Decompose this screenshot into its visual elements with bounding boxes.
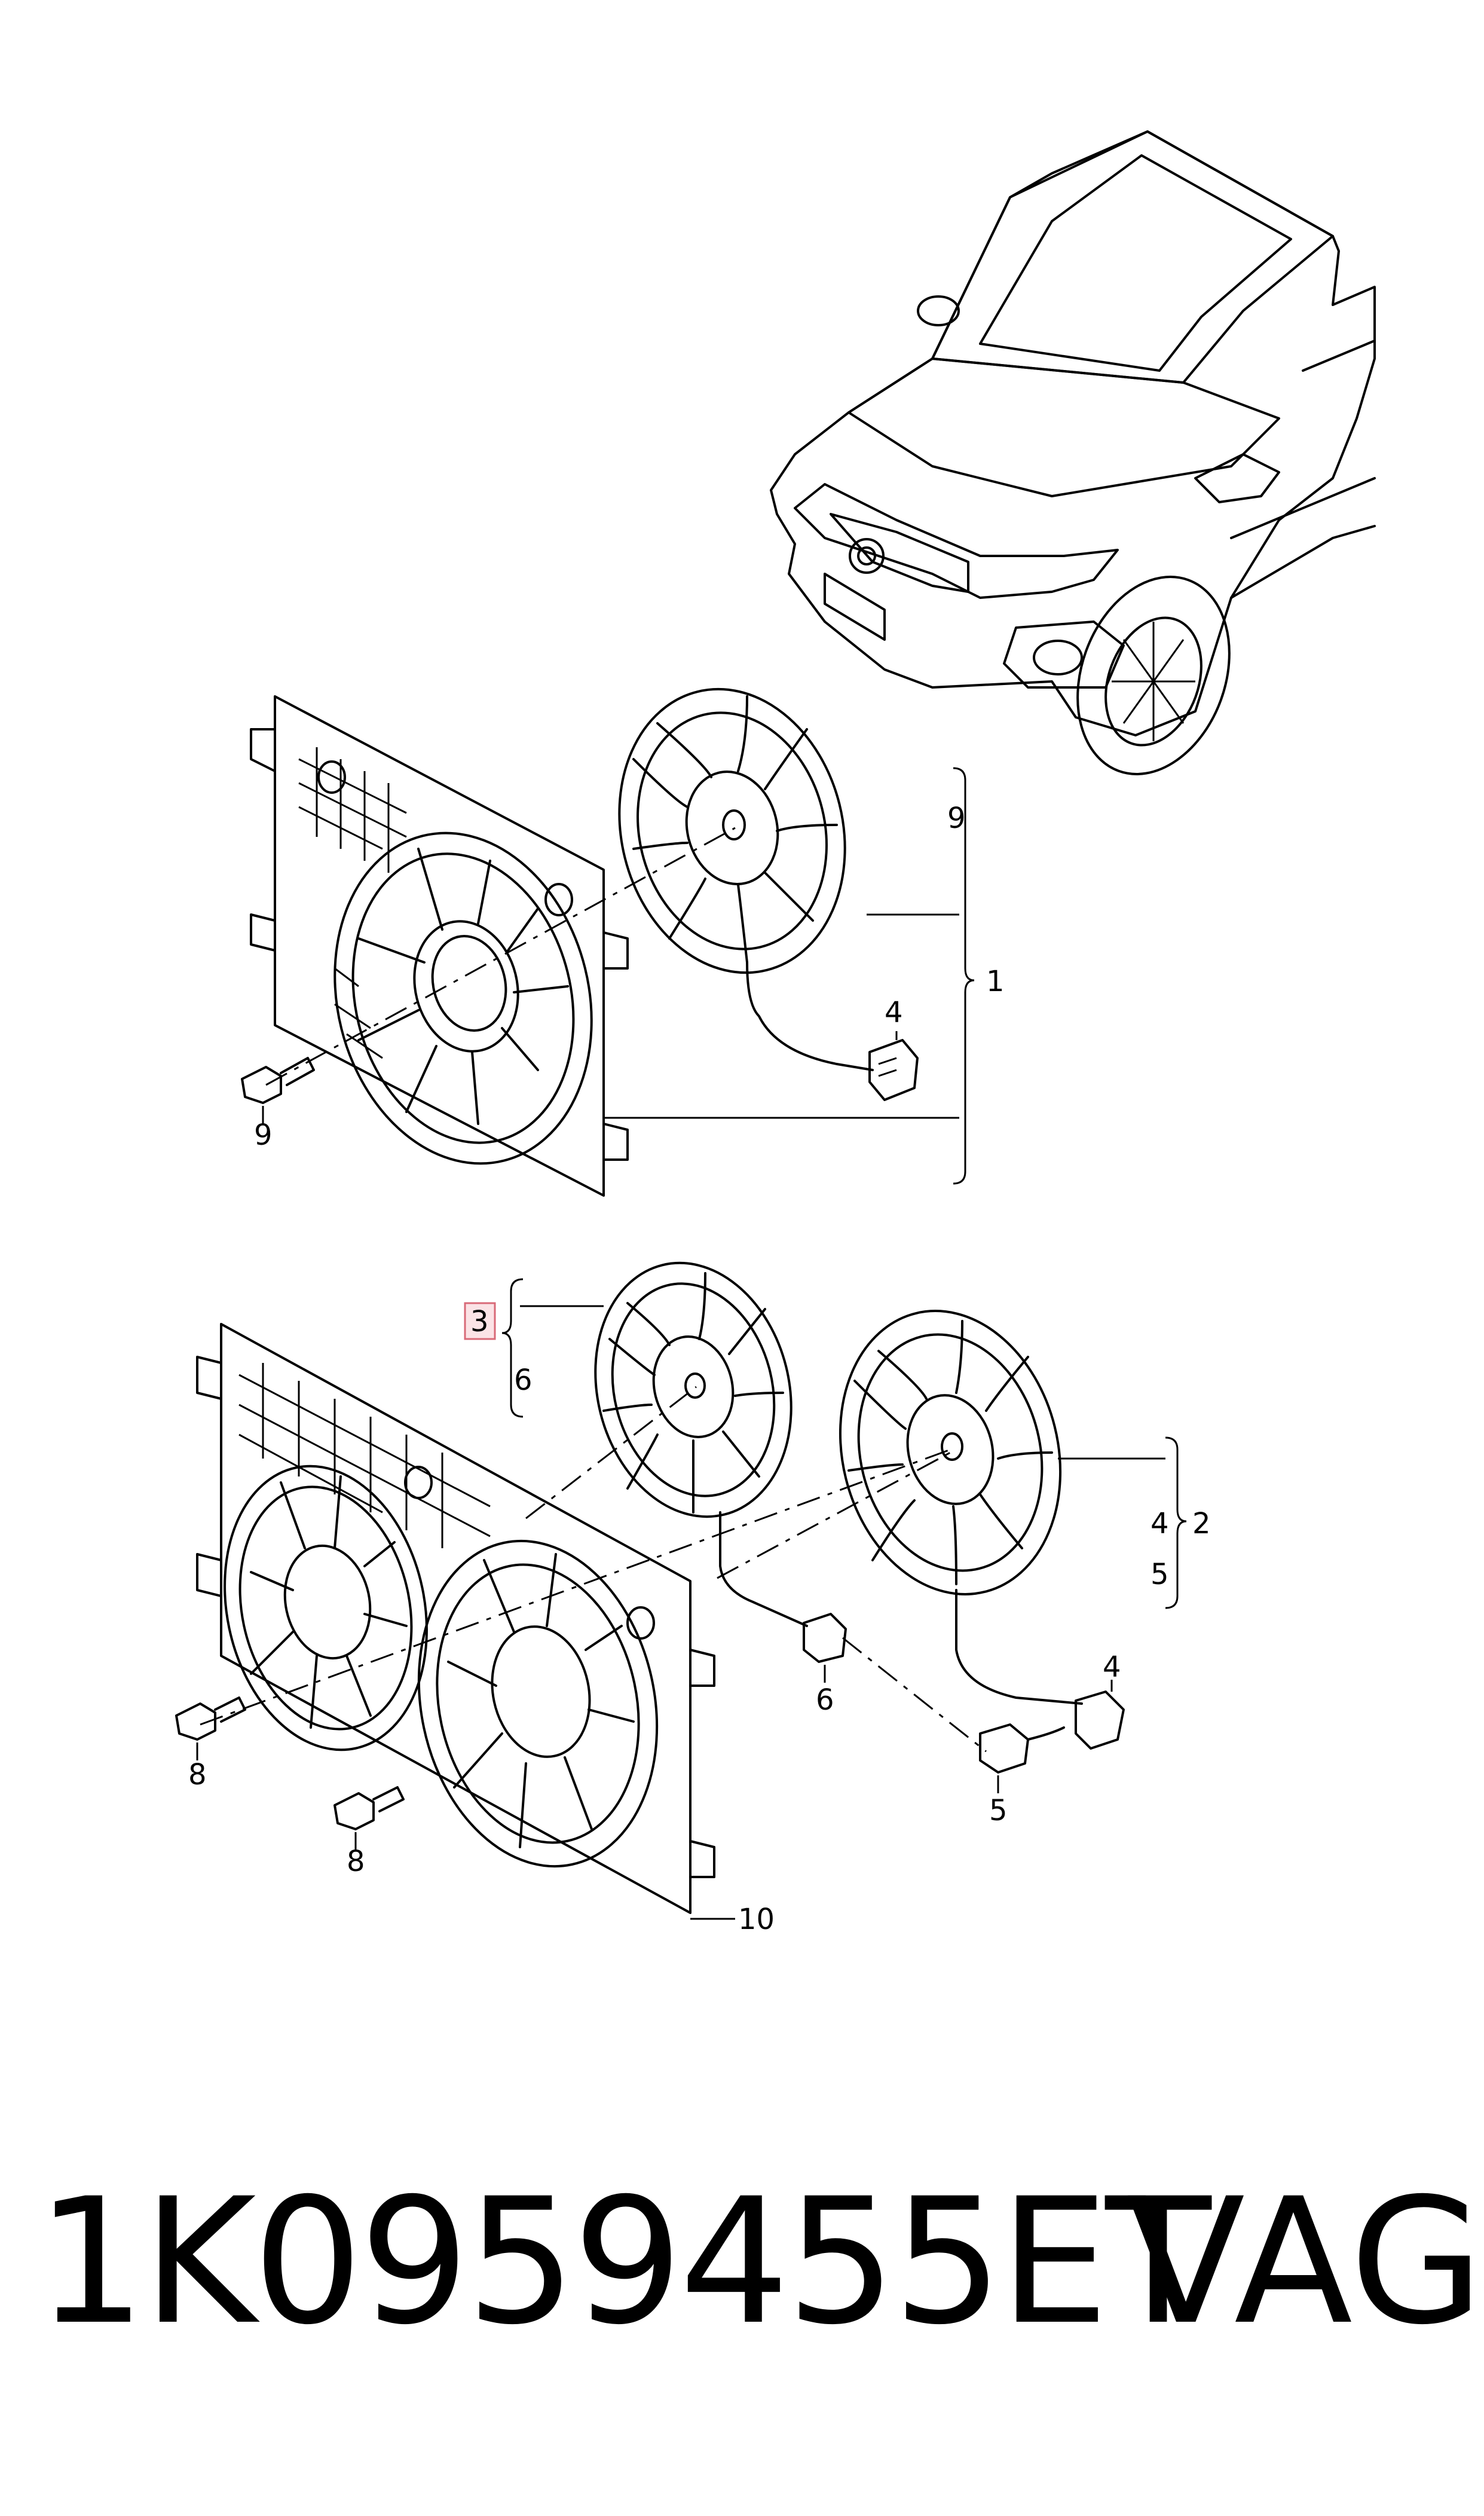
vehicle-illustration [770,130,1376,775]
lower-bolts [175,1696,405,1850]
callout-labels: 9 1 4 9 3 6 4 2 5 4 6 5 8 8 10 [188,802,1211,1936]
callout-9-upper: 9 [947,802,966,835]
part-number-label: 1K0959455ET [36,2162,1211,2363]
callout-9-bolt: 9 [254,1118,273,1152]
upper-axis-line [265,827,736,1086]
callout-3[interactable]: 3 [470,1305,489,1338]
lower-axis-lines [200,1386,987,1753]
callout-6-lower: 6 [816,1683,834,1717]
callout-4-lower: 4 [1103,1650,1121,1684]
callout-1: 1 [986,965,1005,998]
callout-5-lower: 5 [989,1794,1008,1827]
exploded-parts-diagram: 9 1 4 9 3 6 4 2 5 4 6 5 8 8 10 [175,130,1376,1936]
callout-4-mid: 4 [1151,1507,1169,1540]
single-fan-shroud [250,695,629,1197]
lower-leader-lines [501,1278,1187,1920]
callout-8-right: 8 [347,1845,365,1878]
brand-label: VAG [1127,2162,1484,2363]
highlight-box [464,1302,496,1340]
upper-leader-lines [604,767,975,1185]
callout-6-upper: 6 [514,1364,533,1397]
upper-bolt [241,1057,315,1124]
callout-2: 2 [1192,1507,1211,1540]
callout-4-upper: 4 [885,996,903,1029]
lower-left-fan-wheel [594,1261,847,1683]
callout-10: 10 [738,1903,775,1936]
upper-fan-wheel [618,687,919,1101]
callout-8-left: 8 [188,1758,207,1792]
callout-5-mid: 5 [1151,1558,1169,1591]
twin-fan-shroud [196,1323,715,1914]
lower-right-fan-wheel [839,1310,1125,1793]
